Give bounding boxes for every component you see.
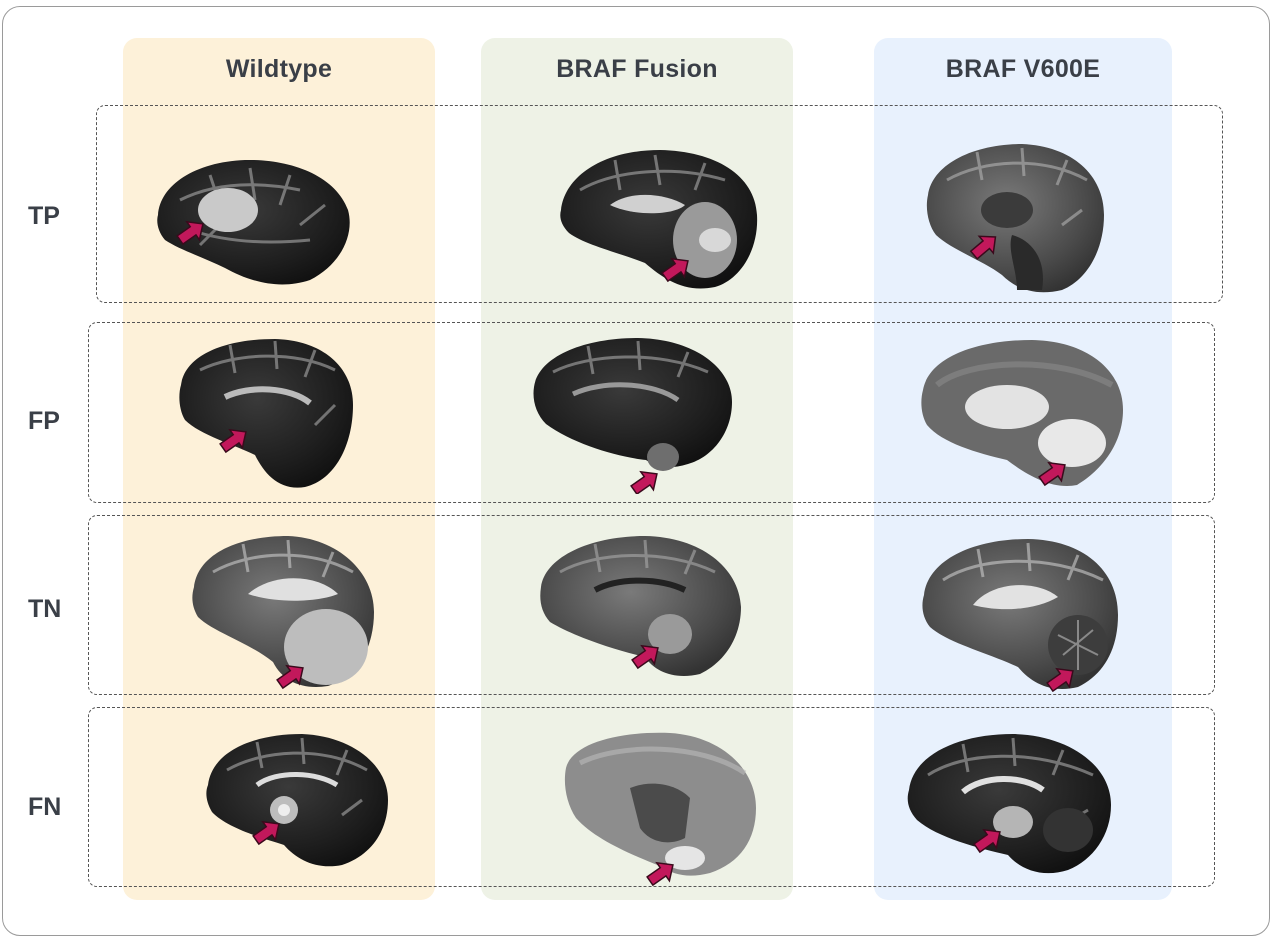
brain-scan-tn-wildtype <box>192 536 374 690</box>
brain-scan-fn-braf-fusion <box>564 732 756 886</box>
brain-scan-tp-braf-v600e <box>926 144 1104 293</box>
row-label-tn: TN <box>28 595 62 623</box>
brain-scan-tp-wildtype <box>157 159 350 285</box>
row-box-fn <box>88 707 1215 887</box>
column-header-wildtype: Wildtype <box>225 55 333 83</box>
row-box-tn <box>88 515 1215 695</box>
row-box-fp <box>88 322 1215 503</box>
row-label-tp: TP <box>28 202 60 230</box>
brain-scan-tn-braf-v600e <box>922 539 1118 695</box>
brain-scan-tn-braf-fusion <box>540 536 741 677</box>
column-header-braf-v600e: BRAF V600E <box>945 55 1101 83</box>
brain-scan-fn-braf-v600e <box>907 734 1111 874</box>
brain-scan-fp-braf-v600e <box>921 340 1123 490</box>
row-label-fp: FP <box>28 407 60 435</box>
brain-scan-tp-braf-fusion <box>560 150 758 289</box>
column-header-braf-fusion: BRAF Fusion <box>556 55 718 83</box>
brain-scan-fn-wildtype <box>206 734 388 867</box>
row-box-tp <box>96 105 1223 303</box>
row-label-fn: FN <box>28 793 62 821</box>
brain-scan-fp-wildtype <box>179 339 353 488</box>
brain-scan-fp-braf-fusion <box>533 338 732 494</box>
